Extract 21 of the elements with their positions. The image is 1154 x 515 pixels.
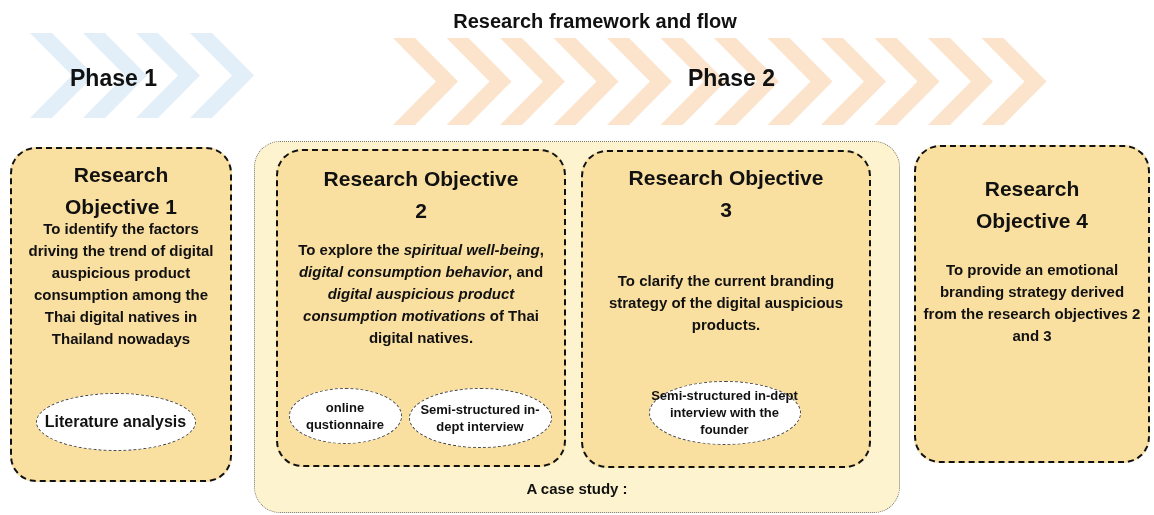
phase-label: Phase 2: [688, 65, 775, 92]
objective-card: [914, 145, 1150, 463]
objective-card: [10, 147, 232, 482]
diagram-title: Research framework and flow: [452, 10, 738, 33]
phase-label: Phase 1: [70, 65, 157, 92]
panel-caption: A case study :: [525, 479, 629, 499]
method-label: Semi-structured in-dept interview with the founder: [650, 387, 799, 438]
objective-heading: Research Objective 4: [974, 176, 1090, 234]
objective-heading: Research Objective 3: [627, 165, 825, 223]
objective-text: To clarify the current branding strategy of the digital auspicious products.: [607, 271, 845, 335]
objective-heading: Research Objective 2: [322, 166, 520, 224]
objective-card: [581, 150, 871, 468]
objective-heading: Research Objective 1: [63, 162, 179, 220]
objective-text: To identify the factors driving the trend of digital auspicious product consumption among the Thai digital natives in Thailand nowadays: [27, 219, 215, 349]
case-study-panel: [254, 141, 900, 513]
objective-card: [276, 149, 566, 467]
method-label: Semi-structured in-dept interview: [419, 400, 541, 435]
objective-text: To explore the spiritual well-being, digital consumption behavior, and digital auspicious product consumption motivations of Thai digital natives.: [297, 240, 545, 348]
method-label: Literature analysis: [44, 411, 187, 432]
objective-text: To provide an emotional branding strategy derived from the research objectives 2 and 3: [922, 260, 1142, 346]
method-label: online qustionnaire: [305, 398, 385, 433]
